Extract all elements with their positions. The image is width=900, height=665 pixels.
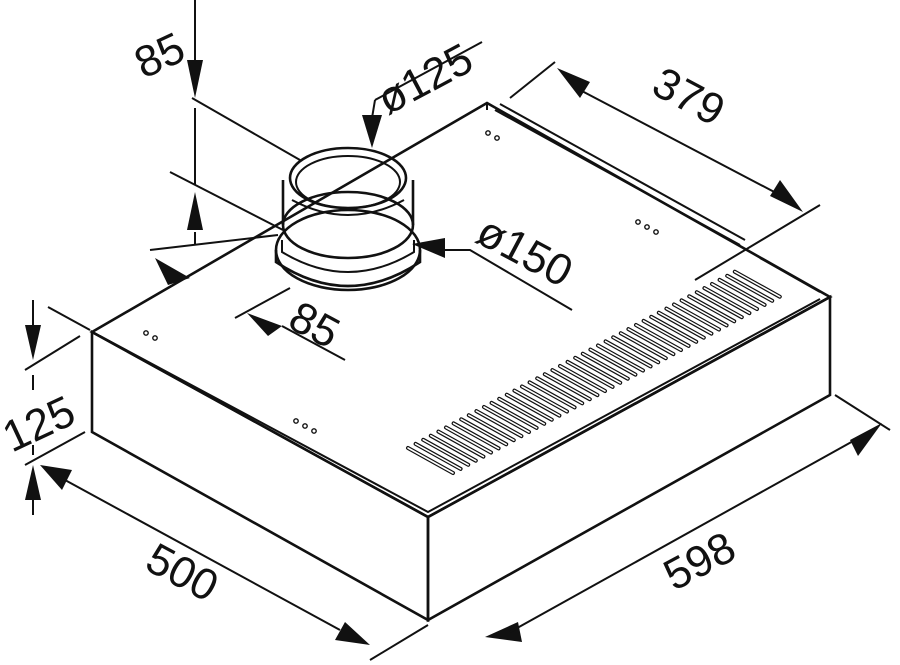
dim-85-front: 85 [281, 292, 347, 358]
dim-500: 500 [138, 534, 226, 612]
hood-body [89, 101, 833, 623]
dim-598: 598 [656, 523, 744, 601]
duct-outlet [274, 146, 422, 292]
dim-379: 379 [645, 58, 733, 136]
dim-125-height: 125 [0, 387, 83, 462]
dimension-lines [24, 0, 891, 661]
front-right-face [426, 294, 832, 623]
screw-holes [143, 130, 659, 434]
vent-grille [406, 269, 782, 475]
dim-diameter-125: ø125 [369, 34, 481, 124]
dim-diameter-150: ø150 [469, 207, 581, 297]
dim-85-top: 85 [127, 23, 192, 88]
top-face [89, 101, 833, 519]
